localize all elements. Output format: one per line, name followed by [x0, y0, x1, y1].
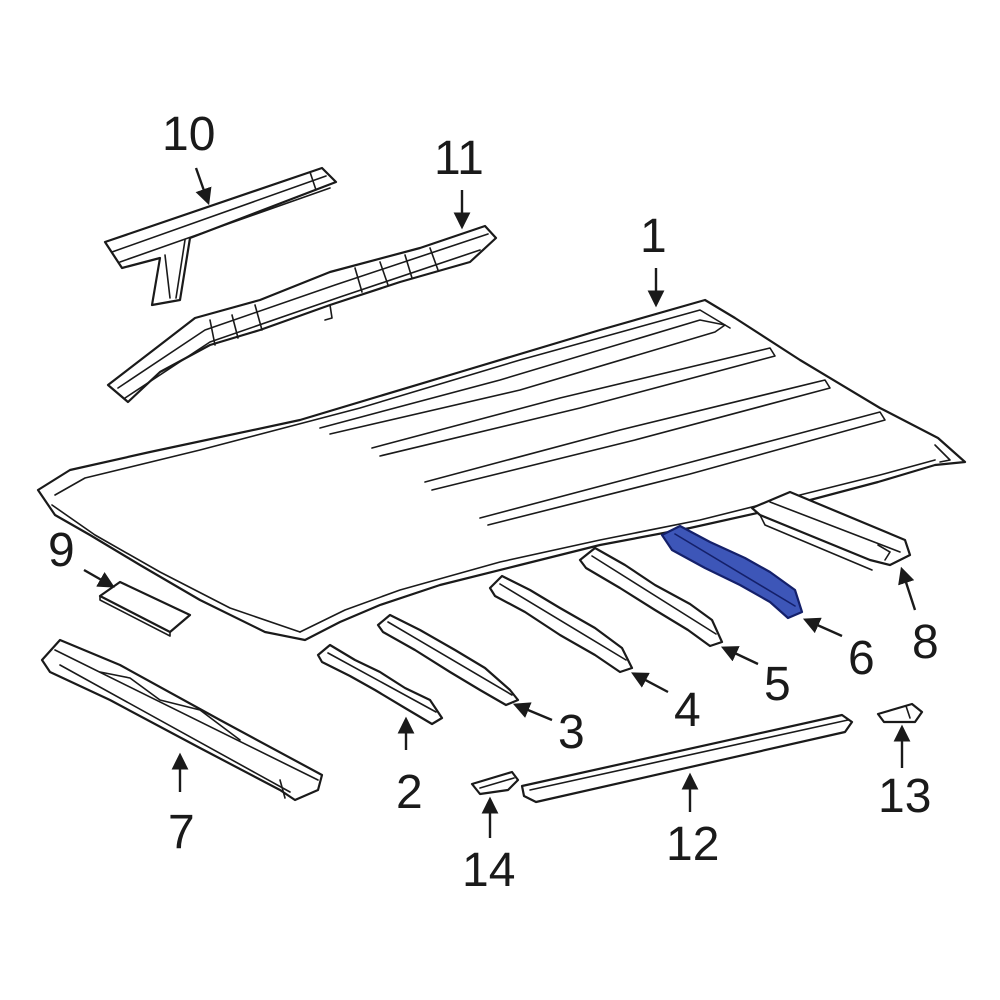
callout-5: 5: [764, 658, 791, 711]
part-11-side-rail[interactable]: [106, 224, 498, 404]
callout-7: 7: [168, 806, 195, 859]
part-6-roof-bow-highlighted[interactable]: [660, 524, 804, 620]
part-7-front-bow[interactable]: [40, 638, 324, 802]
arrow-5: [720, 646, 759, 666]
callout-11: 11: [434, 132, 484, 185]
part-5-roof-bow[interactable]: [578, 546, 724, 648]
callout-2: 2: [396, 766, 423, 819]
callout-arrows: [83, 167, 917, 838]
part-9-pad[interactable]: [98, 580, 192, 637]
part-3-roof-bow[interactable]: [376, 613, 520, 707]
arrow-3: [512, 702, 553, 722]
part-8-rear-header[interactable]: [750, 490, 912, 571]
arrow-10: [194, 167, 212, 206]
part-2-roof-bow[interactable]: [316, 643, 444, 726]
part-1-roof-panel[interactable]: [36, 298, 967, 642]
callout-6: 6: [848, 632, 875, 685]
part-14-bracket[interactable]: [470, 770, 520, 796]
callout-4: 4: [674, 684, 701, 737]
callout-3: 3: [558, 706, 585, 759]
arrow-6: [802, 617, 843, 638]
arrow-4: [631, 672, 669, 694]
callout-14: 14: [462, 844, 515, 897]
callout-12: 12: [666, 818, 719, 871]
arrow-9: [83, 568, 115, 588]
part-13-bracket[interactable]: [876, 702, 924, 724]
callout-1: 1: [640, 210, 667, 263]
part-4-roof-bow[interactable]: [488, 574, 634, 674]
callout-13: 13: [878, 770, 931, 823]
callout-10: 10: [162, 108, 215, 161]
callout-labels: 1 2 3 4 5 6 7 8 9 10 11 12 13 14: [48, 108, 939, 897]
callout-8: 8: [912, 616, 939, 669]
arrow-8: [898, 566, 917, 611]
callout-9: 9: [48, 524, 75, 577]
part-12-drip-rail[interactable]: [520, 713, 854, 804]
part-10-front-header[interactable]: [103, 166, 338, 307]
